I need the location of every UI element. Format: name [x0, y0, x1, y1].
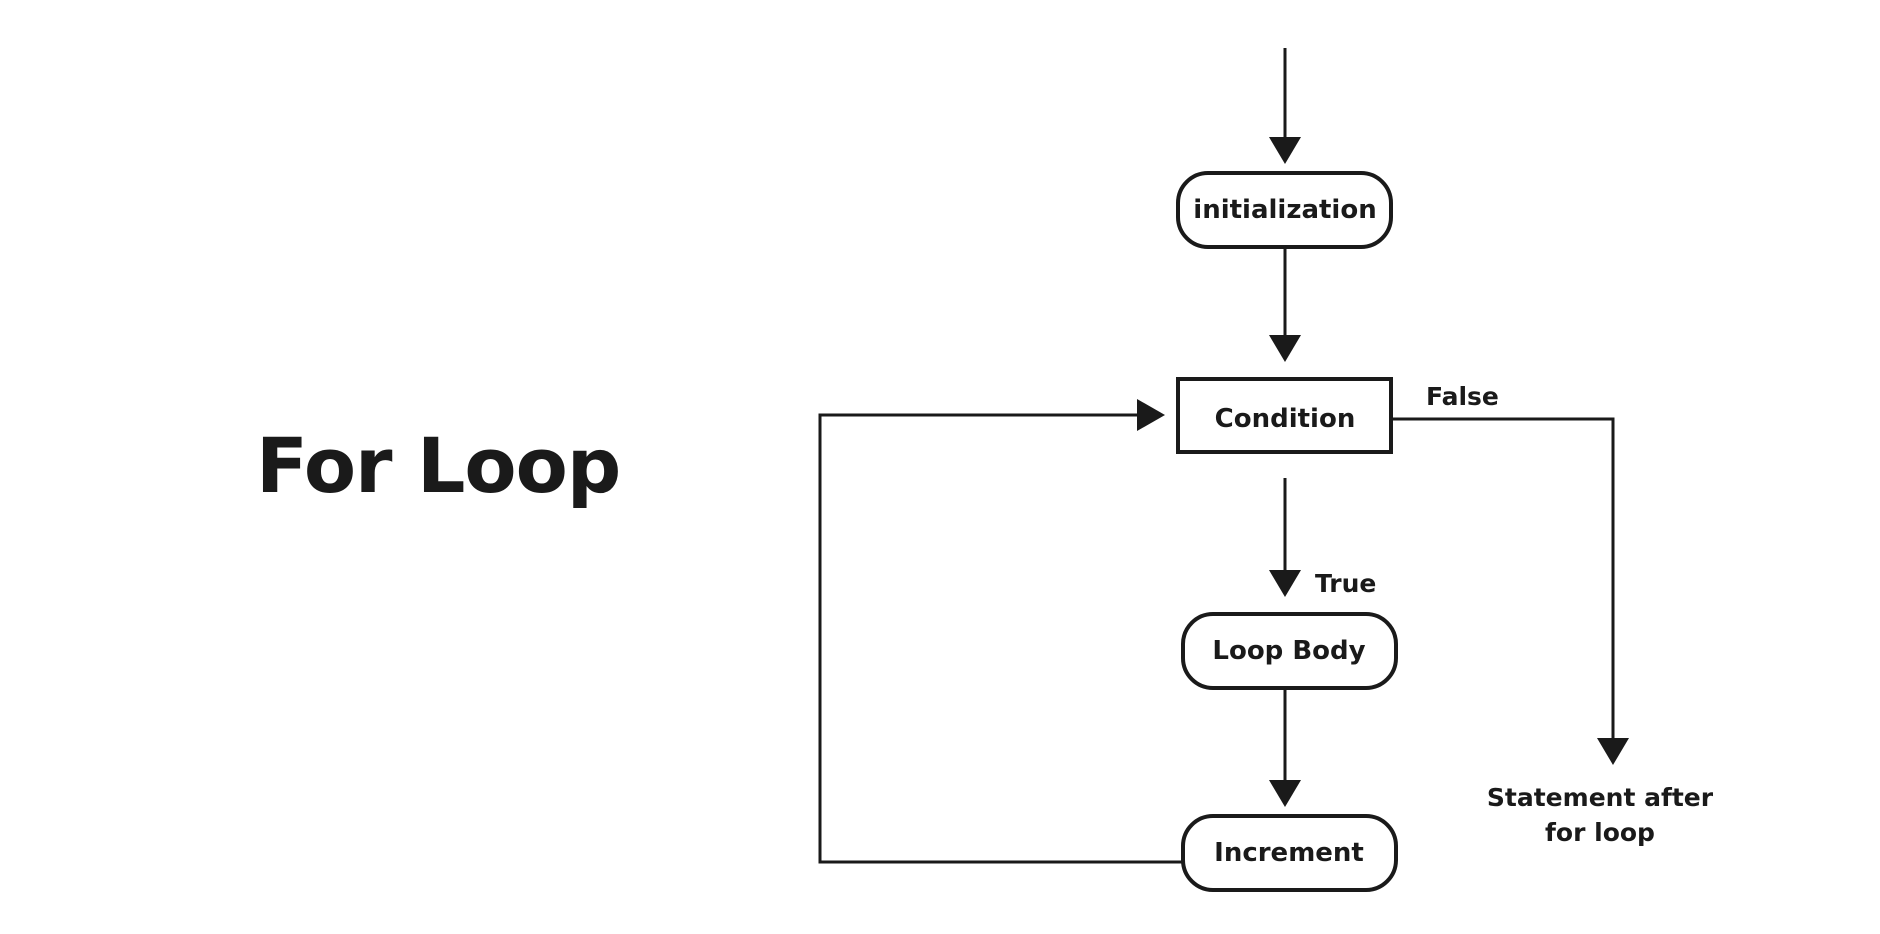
false-label: False [1426, 382, 1499, 411]
false-branch: False [1391, 382, 1629, 765]
statement-after-node: Statement after for loop [1487, 783, 1714, 847]
initialization-node: initialization [1176, 171, 1393, 249]
entry-arrow [1269, 48, 1301, 164]
loop-body-node: Loop Body [1181, 612, 1398, 690]
condition-node: Condition [1176, 377, 1393, 454]
page-title: For Loop [256, 421, 621, 510]
increment-node: Increment [1181, 814, 1398, 892]
loop-body-label: Loop Body [1212, 636, 1365, 666]
statement-after-line-1: Statement after [1487, 783, 1714, 812]
statement-after-line-2: for loop [1545, 818, 1655, 847]
arrow-body-to-increment [1269, 688, 1301, 807]
true-branch: True [1269, 478, 1376, 598]
loop-back-arrow [818, 399, 1183, 864]
condition-label: Condition [1215, 404, 1356, 434]
initialization-label: initialization [1193, 195, 1376, 225]
increment-label: Increment [1214, 838, 1364, 868]
true-label: True [1315, 569, 1376, 598]
arrow-init-to-condition [1269, 247, 1301, 362]
